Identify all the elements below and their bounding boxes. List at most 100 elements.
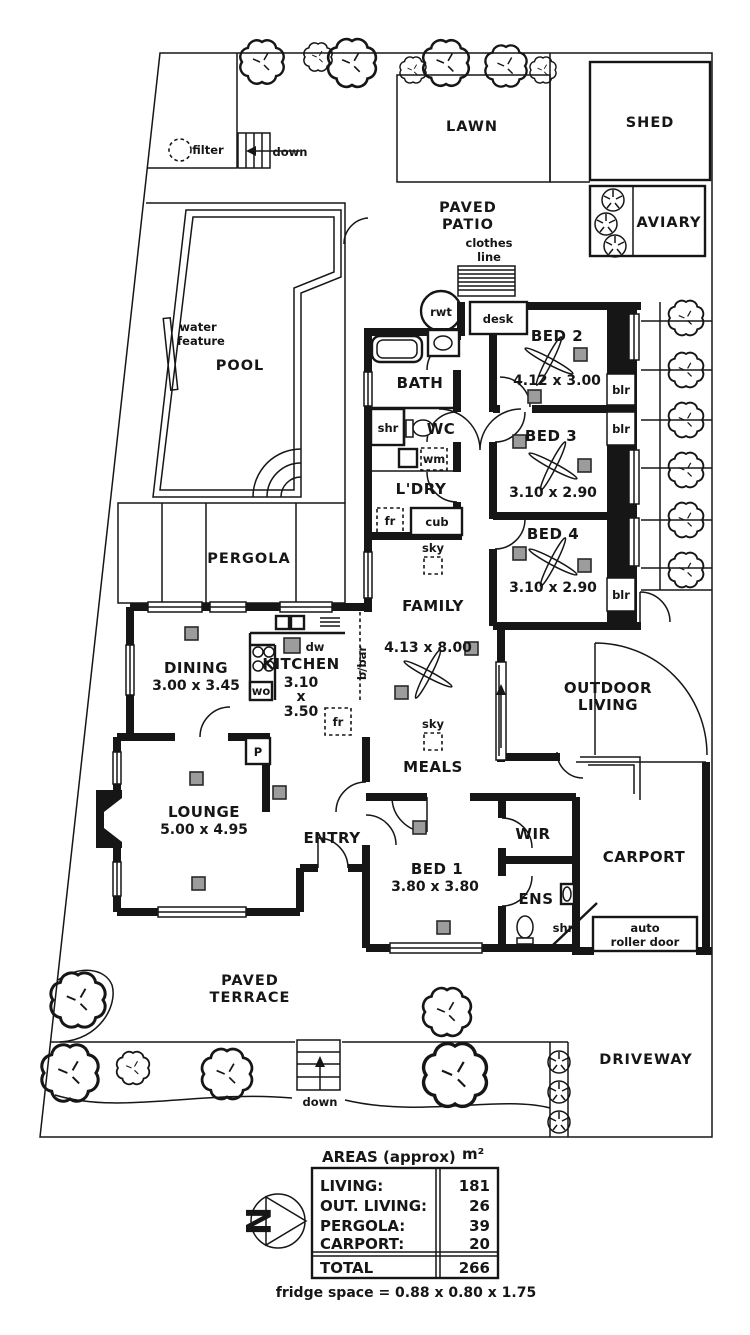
kitchen-dim1: 3.10 — [284, 675, 319, 691]
areas-total-label: TOTAL — [320, 1259, 374, 1277]
down-bottom-label: down — [303, 1095, 338, 1109]
paved-patio-label-1: PAVED — [439, 200, 497, 216]
pool-gate-arc — [343, 217, 369, 245]
bed4-name: BED 4 — [527, 525, 579, 543]
bed3-dim: 3.10 x 2.90 — [509, 485, 597, 501]
wir-label: WIR — [515, 825, 550, 843]
bath-label: BATH — [397, 374, 444, 392]
areas-row-value: 39 — [469, 1217, 490, 1235]
wo-label: wo — [252, 684, 271, 698]
bed2-dim: 4.12 x 3.00 — [513, 373, 601, 389]
cub-label: cub — [425, 515, 448, 529]
areas-table: AREAS (approx) m² LIVING: 181 OUT. LIVIN… — [276, 1145, 536, 1301]
bed1-name: BED 1 — [411, 860, 463, 878]
areas-row-value: 181 — [459, 1177, 490, 1195]
pergola-label: PERGOLA — [207, 551, 290, 567]
sky-label-2: sky — [422, 717, 444, 731]
sky-label-1: sky — [422, 541, 444, 555]
roller-label-2: roller door — [611, 935, 680, 949]
kitchen-fr-label: fr — [333, 715, 344, 729]
pantry-label: P — [254, 745, 262, 759]
bed3-name: BED 3 — [525, 427, 577, 445]
areas-title: AREAS (approx) — [322, 1148, 456, 1166]
down-top-label: down — [273, 145, 308, 159]
windows — [112, 313, 640, 954]
outdoor-label-1: OUTDOOR — [564, 679, 652, 697]
meals-label: MEALS — [403, 758, 463, 776]
blr-label-bed4: blr — [612, 588, 630, 602]
fridge-note: fridge space = 0.88 x 0.80 x 1.75 — [276, 1285, 536, 1301]
walkway-gate-arc — [639, 591, 671, 623]
walls — [96, 302, 712, 955]
lounge-dim: 5.00 x 4.95 — [160, 822, 248, 838]
shed-label: SHED — [626, 115, 675, 131]
aviary: AVIARY — [588, 184, 707, 258]
pergola: PERGOLA — [117, 502, 346, 604]
water-feature-label-2: feature — [177, 334, 225, 348]
outdoor-gate-arc — [594, 642, 708, 756]
areas-row-label: CARPORT: — [320, 1235, 404, 1253]
door-arcs — [199, 339, 708, 907]
areas-unit: m² — [462, 1145, 484, 1163]
roller-door: auto roller door — [591, 915, 699, 953]
front-yard: PAVED TERRACE DRIVEWAY — [40, 969, 692, 1137]
terrace-label-1: PAVED — [221, 973, 279, 989]
dw-label: dw — [306, 640, 325, 654]
terrace-label-2: TERRACE — [210, 990, 291, 1006]
ldry-label: L'DRY — [396, 480, 447, 498]
water-feature-label-1: water — [179, 320, 217, 334]
rwt-label: rwt — [430, 305, 452, 319]
bed1-dim: 3.80 x 3.80 — [391, 879, 479, 895]
kitchen-dim2: x — [296, 689, 305, 705]
bed2-desk: desk — [468, 300, 529, 336]
desk-label: desk — [483, 312, 514, 326]
side-garden — [639, 299, 712, 623]
clothes-label-1: clothes — [466, 236, 513, 250]
blr-label-bed2: blr — [612, 383, 630, 397]
skylights: sky sky — [422, 541, 444, 751]
paved-patio-label-2: PATIO — [442, 217, 494, 233]
entry-label: ENTRY — [303, 829, 361, 847]
pool-label: POOL — [216, 358, 265, 374]
site-boundary — [39, 52, 713, 1138]
roller-label-1: auto — [630, 921, 659, 935]
ens-shr-label: shr — [553, 921, 574, 935]
areas-row-label: LIVING: — [320, 1177, 383, 1195]
filter-label: filter — [192, 143, 224, 157]
family-dim: 4.13 x 8.00 — [384, 640, 472, 656]
north-letter: N — [237, 1207, 277, 1235]
areas-row-label: PERGOLA: — [320, 1217, 405, 1235]
ldry-fr-label: fr — [385, 514, 396, 528]
driveway-label: DRIVEWAY — [599, 1052, 692, 1068]
dining-dim: 3.00 x 3.45 — [152, 678, 240, 694]
kitchen-fixtures: dw wo b/bar fr P — [244, 612, 369, 766]
family-name: FAMILY — [402, 597, 464, 615]
bbar-label: b/bar — [355, 646, 369, 680]
dining-name: DINING — [164, 659, 228, 677]
ens-label: ENS — [518, 890, 553, 908]
areas-row-value: 20 — [469, 1235, 490, 1253]
lounge-name: LOUNGE — [168, 803, 240, 821]
shed: SHED — [588, 60, 712, 182]
aviary-label: AVIARY — [637, 215, 702, 231]
trees-top — [239, 37, 557, 89]
clothes-label-2: line — [477, 250, 501, 264]
bed2-name: BED 2 — [531, 327, 583, 345]
outdoor-label-2: LIVING — [578, 696, 638, 714]
north-symbol: N — [237, 1193, 308, 1249]
bath-shr-label: shr — [378, 421, 399, 435]
kitchen-dim3: 3.50 — [284, 704, 319, 720]
ens-fixtures: shr — [516, 882, 598, 946]
kitchen-name: KITCHEN — [262, 655, 339, 673]
bed4-dim: 3.10 x 2.90 — [509, 580, 597, 596]
pool: water feature POOL — [146, 202, 369, 503]
areas-row-value: 26 — [469, 1197, 490, 1215]
sliding-door — [495, 661, 507, 761]
laundry-fixtures: wm fr cub — [370, 447, 464, 537]
blr-label-bed3: blr — [612, 422, 630, 436]
clothes-line: clothes line — [457, 236, 516, 297]
wm-label: wm — [423, 452, 446, 466]
robes: blr blr blr — [606, 373, 636, 612]
pool-filter: filter — [168, 138, 224, 162]
